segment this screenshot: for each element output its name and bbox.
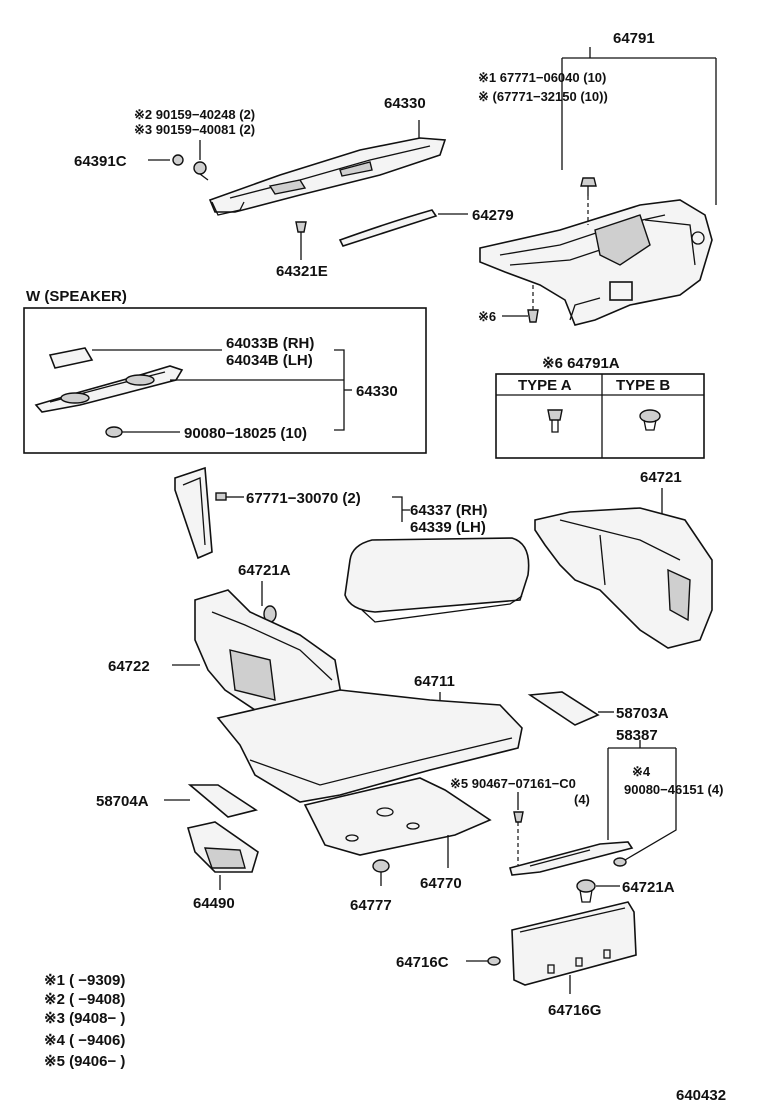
bolt-90159-icon (193, 161, 209, 181)
clip-64777-icon (372, 859, 390, 886)
label-64716C: 64716C (396, 954, 449, 971)
label-64791: 64791 (613, 30, 655, 47)
trunk-side-trim-64791 (479, 199, 713, 326)
footnote-1: ※1 ( −9309) (44, 972, 125, 989)
label-64716G: 64716G (548, 1002, 601, 1019)
footnotes: ※1 ( −9309) ※2 ( −9408) ※3 (9408− ) ※4 (… (44, 972, 125, 1070)
label-90159-40081: ※3 90159−40081 (2) (134, 122, 255, 137)
type-a-header: TYPE A (518, 377, 572, 394)
bracket-64337-64339 (174, 466, 213, 560)
label-64034B: 64034B (LH) (226, 352, 313, 369)
label-90467-07161: ※5 90467−07161−C0 (450, 776, 576, 791)
package-tray-speaker-variant (34, 365, 184, 413)
nut-90080-46151-icon (613, 857, 627, 867)
clip-64791a-icon (527, 285, 539, 323)
speaker-variant-box (23, 307, 427, 454)
label-64330-speaker: 64330 (356, 383, 398, 400)
label-67771-30070: 67771−30070 (2) (246, 490, 361, 507)
label-note4-mark: ※4 (632, 764, 651, 779)
speaker-grille-icon (48, 347, 94, 369)
label-58703A: 58703A (616, 705, 669, 722)
label-64391C: 64391C (74, 153, 127, 170)
label-64721: 64721 (640, 469, 682, 486)
floor-mat-64770 (303, 777, 492, 856)
clip-64321e-icon (295, 221, 307, 242)
bracket-64330-speaker (334, 349, 345, 431)
trunk-side-trim-64722 (194, 589, 343, 729)
clip-64391c-icon (172, 154, 184, 166)
label-90080-46151: 90080−46151 (4) (624, 782, 723, 797)
figure-number: 640432 (676, 1087, 726, 1104)
label-90467-qty: (4) (574, 792, 590, 807)
leader-64791 (561, 47, 717, 205)
weatherstrip-64279 (338, 209, 438, 247)
label-64321E: 64321E (276, 263, 328, 280)
label-64033B: 64033B (RH) (226, 335, 314, 352)
label-64337: 64337 (RH) (410, 502, 488, 519)
clip-67771-icon (580, 177, 597, 225)
label-64722: 64722 (108, 658, 150, 675)
label-58387: 58387 (616, 727, 658, 744)
clip-90467-icon (513, 811, 524, 865)
label-64770: 64770 (420, 875, 462, 892)
label-64791A: ※6 64791A (542, 355, 620, 372)
label-64330: 64330 (384, 95, 426, 112)
screw-67771-30070-icon (215, 492, 236, 501)
clip-64716c-icon (487, 956, 501, 966)
label-90159-40248: ※2 90159−40248 (2) (134, 107, 255, 122)
nut-90080-18025-icon (105, 426, 123, 438)
trunk-front-panel-64716g (511, 901, 637, 986)
clip-type-a-icon (547, 409, 563, 433)
bracket-64337 (392, 496, 410, 522)
footnote-3: ※3 (9408− ) (44, 1010, 125, 1027)
label-64721A-top: 64721A (238, 562, 291, 579)
speaker-box-title: W (SPEAKER) (26, 288, 127, 305)
trunk-lid-cover (344, 537, 530, 623)
trunk-side-trim-64721 (534, 507, 713, 649)
storage-tray-64490 (186, 821, 259, 873)
package-tray-64330 (208, 137, 447, 216)
label-90080-18025: 90080−18025 (10) (184, 425, 307, 442)
scuff-plate-58387 (509, 841, 634, 876)
label-64721A-bottom: 64721A (622, 879, 675, 896)
footnote-2: ※2 ( −9408) (44, 991, 125, 1008)
label-64711: 64711 (414, 673, 455, 690)
label-64279: 64279 (472, 207, 514, 224)
clip-64721a-bottom-icon (576, 879, 596, 903)
label-64777: 64777 (350, 897, 392, 914)
bracket-58387 (607, 740, 677, 861)
floor-mat-64711 (216, 689, 523, 803)
label-64339: 64339 (LH) (410, 519, 486, 536)
clip-type-b-icon (639, 409, 661, 431)
label-note6-clip: ※6 (478, 309, 496, 324)
footnote-5: ※5 (9406− ) (44, 1053, 125, 1070)
type-b-header: TYPE B (616, 377, 670, 394)
label-67771-06040: ※1 67771−06040 (10) (478, 70, 606, 85)
trim-58703a (527, 691, 600, 726)
label-64490: 64490 (193, 895, 235, 912)
label-58704A: 58704A (96, 793, 149, 810)
label-67771-32150: ※ (67771−32150 (10)) (478, 89, 608, 104)
clip-type-table (495, 373, 705, 459)
trim-58704a (187, 784, 258, 818)
footnote-4: ※4 ( −9406) (44, 1032, 125, 1049)
